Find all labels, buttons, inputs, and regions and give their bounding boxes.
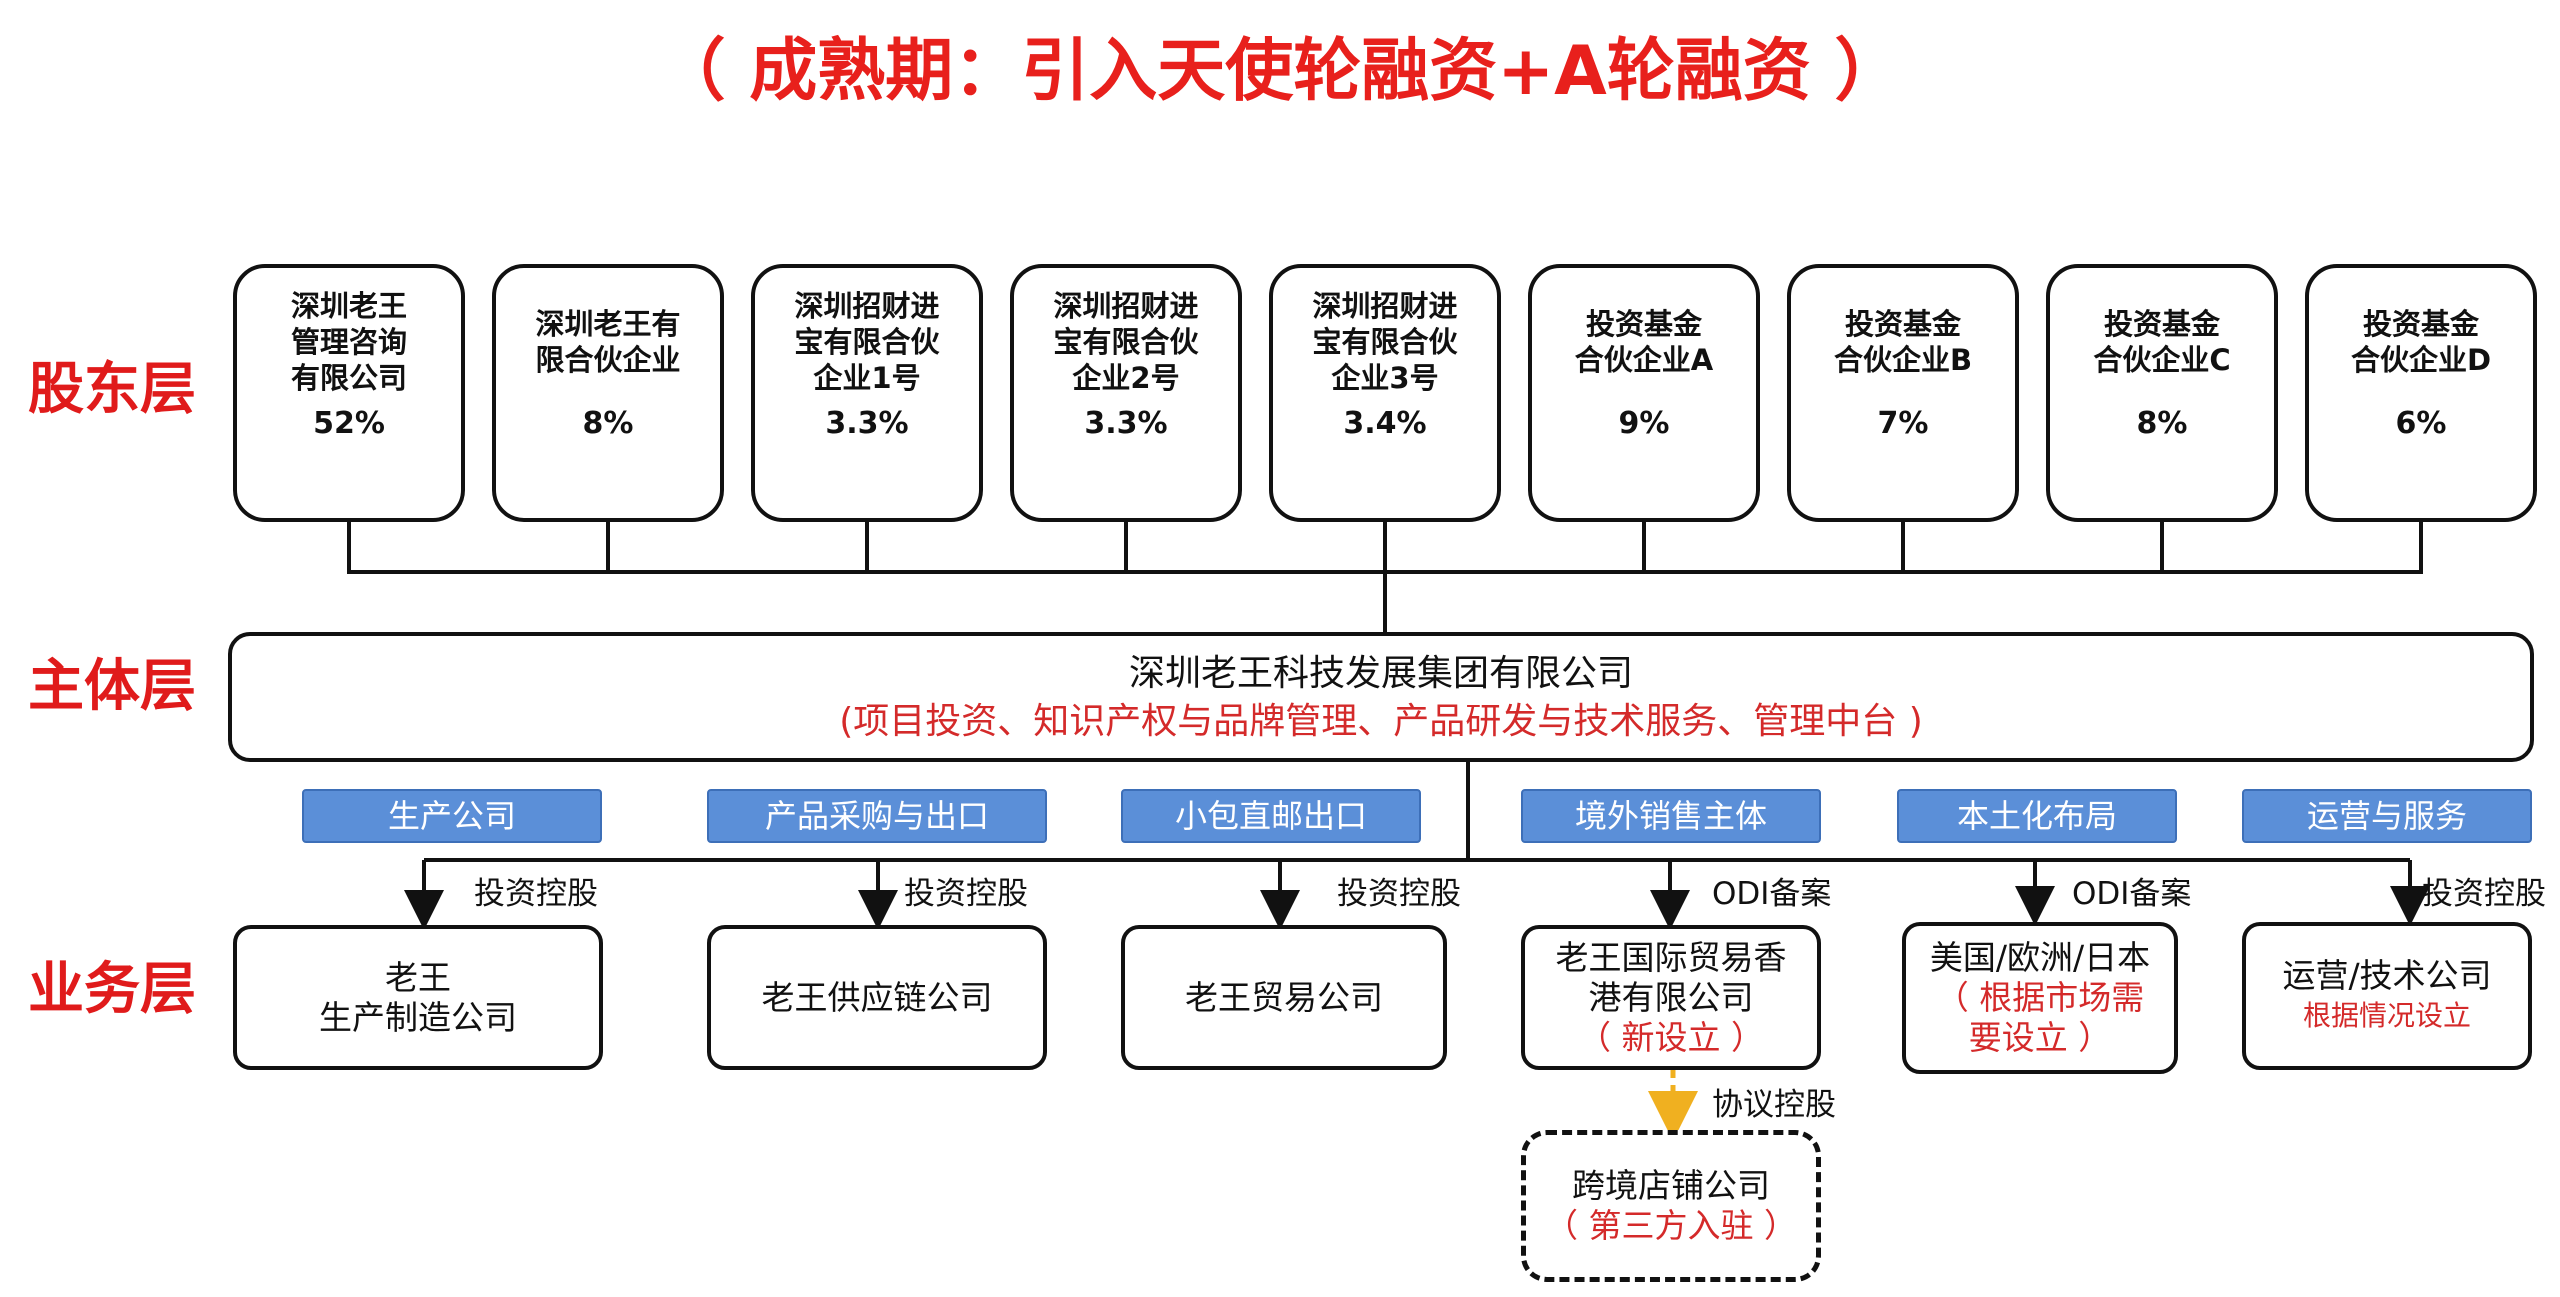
business-note: 根据情况设立 bbox=[2302, 999, 2471, 1032]
main-entity-box: 深圳老王科技发展集团有限公司 (项目投资、知识产权与品牌管理、产品研发与技术服务… bbox=[228, 632, 2534, 762]
relation-label: ODI备案 bbox=[1712, 876, 1832, 912]
shareholder-name: 投资基金 合伙企业A bbox=[1574, 307, 1714, 377]
business-name: 老王国际贸易香 bbox=[1555, 937, 1787, 977]
business-name: 老王 bbox=[385, 957, 451, 997]
business-box: 老王国际贸易香 港有限公司 （ 新设立 ） bbox=[1521, 925, 1821, 1070]
relation-label: 投资控股 bbox=[904, 876, 1028, 912]
shareholder-name: 深圳招财进 宝有限合伙 企业3号 bbox=[1312, 289, 1458, 395]
relation-label-agreement: 协议控股 bbox=[1712, 1087, 1836, 1123]
shareholder-name: 投资基金 合伙企业C bbox=[2093, 307, 2231, 377]
shareholder-name: 深圳招财进 宝有限合伙 企业2号 bbox=[1053, 289, 1199, 395]
layer-label-business: 业务层 bbox=[28, 957, 196, 1022]
shareholder-pct: 3.3% bbox=[825, 406, 909, 441]
business-box: 老王供应链公司 bbox=[707, 925, 1047, 1070]
shareholder-box: 深圳招财进 宝有限合伙 企业2号 3.3% bbox=[1010, 264, 1242, 522]
business-name: 运营/技术公司 bbox=[2282, 956, 2492, 995]
function-tag: 本土化布局 bbox=[1897, 789, 2177, 843]
business-note: （ 第三方入驻 ） bbox=[1545, 1206, 1797, 1245]
shareholder-pct: 7% bbox=[1877, 406, 1929, 441]
shareholder-pct: 8% bbox=[582, 406, 634, 441]
business-box: 老王 生产制造公司 bbox=[233, 925, 603, 1070]
business-box: 老王贸易公司 bbox=[1121, 925, 1447, 1070]
business-name-line2: 生产制造公司 bbox=[319, 997, 517, 1037]
function-tag: 小包直邮出口 bbox=[1121, 789, 1421, 843]
page-title: （ 成熟期：引入天使轮融资+A轮融资 ） bbox=[657, 32, 1903, 111]
function-tag: 运营与服务 bbox=[2242, 789, 2532, 843]
layer-label-shareholder: 股东层 bbox=[28, 357, 196, 422]
shareholder-pct: 3.3% bbox=[1084, 406, 1168, 441]
shareholder-pct: 6% bbox=[2395, 406, 2447, 441]
relation-label: 投资控股 bbox=[2422, 876, 2546, 912]
business-note: （ 新设立 ） bbox=[1578, 1017, 1764, 1057]
business-note: （ 根据市场需 要设立 ） bbox=[1935, 978, 2145, 1057]
function-tag: 生产公司 bbox=[302, 789, 602, 843]
function-tag: 境外销售主体 bbox=[1521, 789, 1821, 843]
relation-label: ODI备案 bbox=[2072, 876, 2192, 912]
relation-label: 投资控股 bbox=[474, 876, 598, 912]
relation-label: 投资控股 bbox=[1337, 876, 1461, 912]
business-box: 运营/技术公司 根据情况设立 bbox=[2242, 922, 2532, 1070]
shareholder-pct: 3.4% bbox=[1343, 406, 1427, 441]
shareholder-box: 深圳老王 管理咨询 有限公司 52% bbox=[233, 264, 465, 522]
business-name: 美国/欧洲/日本 bbox=[1929, 938, 2151, 977]
shareholder-box: 深圳老王有 限合伙企业 8% bbox=[492, 264, 724, 522]
entity-description: (项目投资、知识产权与品牌管理、产品研发与技术服务、管理中台 ) bbox=[839, 701, 1923, 742]
business-name: 老王贸易公司 bbox=[1185, 977, 1383, 1017]
business-name: 老王供应链公司 bbox=[761, 977, 993, 1017]
shareholder-name: 深圳老王 管理咨询 有限公司 bbox=[290, 289, 407, 395]
layer-label-entity: 主体层 bbox=[28, 654, 196, 719]
shareholder-connectors bbox=[347, 520, 2423, 632]
business-name-line2: 港有限公司 bbox=[1588, 977, 1754, 1017]
shareholder-box: 投资基金 合伙企业A 9% bbox=[1528, 264, 1760, 522]
entity-name: 深圳老王科技发展集团有限公司 bbox=[1128, 653, 1633, 694]
business-connectors bbox=[404, 762, 2430, 930]
shareholder-pct: 8% bbox=[2136, 406, 2188, 441]
shareholder-name: 投资基金 合伙企业D bbox=[2350, 307, 2492, 377]
shareholder-name: 深圳招财进 宝有限合伙 企业1号 bbox=[794, 289, 940, 395]
shareholder-pct: 52% bbox=[313, 406, 385, 441]
business-box: 美国/欧洲/日本 （ 根据市场需 要设立 ） bbox=[1902, 922, 2178, 1074]
shareholder-name: 深圳老王有 限合伙企业 bbox=[535, 307, 681, 377]
function-tag: 产品采购与出口 bbox=[707, 789, 1047, 843]
shareholder-name: 投资基金 合伙企业B bbox=[1833, 307, 1973, 377]
cross-border-store-box: 跨境店铺公司 （ 第三方入驻 ） bbox=[1521, 1130, 1821, 1282]
shareholder-box: 深圳招财进 宝有限合伙 企业3号 3.4% bbox=[1269, 264, 1501, 522]
shareholder-box: 深圳招财进 宝有限合伙 企业1号 3.3% bbox=[751, 264, 983, 522]
shareholder-pct: 9% bbox=[1618, 406, 1670, 441]
shareholder-box: 投资基金 合伙企业C 8% bbox=[2046, 264, 2278, 522]
shareholder-box: 投资基金 合伙企业D 6% bbox=[2305, 264, 2537, 522]
shareholder-box: 投资基金 合伙企业B 7% bbox=[1787, 264, 2019, 522]
business-name: 跨境店铺公司 bbox=[1572, 1166, 1770, 1205]
